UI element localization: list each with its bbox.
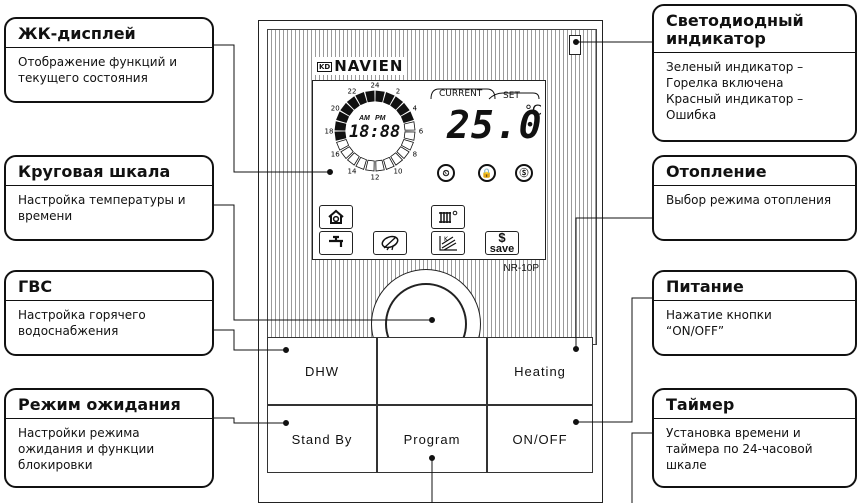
brand-prefix: KD	[317, 61, 333, 72]
lcd-temperature-unit: °C	[525, 103, 542, 119]
model-number: NR-10P	[503, 263, 539, 274]
callout-title: Режим ожидания	[18, 395, 181, 414]
program-button[interactable]: Program	[377, 405, 487, 473]
lcd-dial-segment	[355, 156, 367, 170]
lcd-dial-segment	[334, 121, 347, 131]
lcd-dial-segment	[403, 131, 416, 141]
lcd-dial-segment	[340, 146, 354, 160]
lcd-dial-segment	[365, 90, 375, 103]
lcd-dial-number: 24	[371, 82, 380, 90]
brand-name: NAVIEN	[334, 57, 404, 75]
lcd-dial-segment	[375, 159, 385, 172]
callout-description: Зеленый индикатор – Горелка включена Кра…	[666, 60, 804, 122]
pm-indicator: PM	[375, 115, 386, 122]
callout-circular-scale: Круговая шкала Настройка температуры и в…	[4, 155, 214, 241]
callout-description: Настройка горячего водоснабжения	[18, 308, 146, 338]
callout-title: Питание	[666, 277, 744, 296]
shower-icon	[373, 231, 407, 255]
callout-standby: Режим ожидания Настройки режима ожидания…	[4, 388, 214, 488]
current-set-tabs	[430, 88, 540, 100]
callout-title: Таймер	[666, 395, 735, 414]
lcd-dial-segment	[340, 102, 354, 116]
callout-heating: Отопление Выбор режима отопления	[652, 155, 857, 241]
lcd-dial-segment	[383, 92, 395, 106]
callout-title: Отопление	[666, 162, 767, 181]
tap-water-icon	[319, 231, 353, 255]
callout-timer: Таймер Установка времени и таймера по 24…	[652, 388, 857, 488]
lcd-dial-segment	[400, 139, 414, 151]
lcd-dial-segment	[400, 111, 414, 123]
callout-title: ЖК-дисплей	[18, 24, 136, 43]
callout-description: Выбор режима отопления	[666, 193, 832, 207]
lock-status-icon: 🔒	[478, 164, 496, 182]
lcd-dial-segment	[346, 152, 360, 166]
led-indicator	[569, 35, 581, 55]
lcd-dial-segment	[336, 111, 350, 123]
lcd-dial-number: 4	[413, 105, 418, 113]
lcd-clock: 18:88	[349, 122, 401, 142]
callout-description: Нажатие кнопки “ON/OFF”	[666, 308, 772, 338]
lcd-temperature: 25.0	[447, 103, 543, 147]
callout-description: Установка времени и таймера по 24-часово…	[666, 426, 813, 472]
heating-button[interactable]: Heating	[487, 337, 593, 405]
callout-title: Круговая шкала	[18, 162, 171, 181]
radiator-heating-icon	[431, 205, 465, 229]
lcd-dial-number: 2	[396, 88, 400, 96]
lcd-dial-number: 14	[348, 167, 357, 175]
blank-button[interactable]	[377, 337, 487, 405]
callout-title: ГВС	[18, 277, 53, 296]
lcd-dial-number: 10	[394, 167, 403, 175]
lcd-dial-number: 8	[413, 151, 417, 159]
lcd-dial-segment	[390, 152, 404, 166]
lcd-dial-segment	[403, 121, 416, 131]
lcd-dial-number: 12	[371, 174, 380, 182]
tab-current: CURRENT	[439, 89, 483, 99]
callout-description: Настройки режима ожидания и функции блок…	[18, 426, 155, 472]
lcd-dial-segment	[365, 159, 375, 172]
save-status-icon: Ⓢ	[515, 164, 533, 182]
home-mode-icon	[319, 205, 353, 229]
lcd-dial-number: 20	[331, 105, 340, 113]
callout-description: Настройка температуры и времени	[18, 193, 186, 223]
svg-text:K: K	[444, 236, 449, 243]
callout-lcd-display: ЖК-дисплей Отображение функций и текущег…	[4, 17, 214, 103]
lcd-dial-number: 22	[348, 88, 357, 96]
lcd-dial-number: 18	[325, 128, 334, 136]
floor-heating-icon: K	[431, 231, 465, 255]
callout-led-indicator: Светодиодный индикатор Зеленый индикатор…	[652, 4, 857, 142]
onoff-button[interactable]: ON/OFF	[487, 405, 593, 473]
callout-dhw: ГВС Настройка горячего водоснабжения	[4, 270, 214, 356]
callout-power: Питание Нажатие кнопки “ON/OFF”	[652, 270, 857, 356]
lcd-dial-segment	[375, 90, 385, 103]
lcd-dial-segment	[396, 146, 410, 160]
save-label: save	[489, 242, 515, 255]
lcd-dial-number: 6	[419, 128, 424, 136]
lcd-dial-segment	[336, 139, 350, 151]
am-indicator: AM	[359, 115, 370, 122]
lcd-dial-segment	[334, 131, 347, 141]
lcd-dial-segment	[390, 96, 404, 110]
standby-button[interactable]: Stand By	[267, 405, 377, 473]
lcd-dial-number: 16	[331, 151, 340, 159]
save-mode-icon: $save	[485, 231, 519, 255]
lcd-dial-segment	[396, 102, 410, 116]
lcd-dial-segment	[355, 92, 367, 106]
tab-set: SET	[503, 91, 520, 101]
dhw-button[interactable]: DHW	[267, 337, 377, 405]
timer-status-icon: ⏲	[437, 164, 455, 182]
callout-description: Отображение функций и текущего состояния	[18, 55, 178, 85]
callout-title: Светодиодный индикатор	[666, 11, 804, 48]
lcd-dial-segment	[383, 156, 395, 170]
lcd-dial-segment	[346, 96, 360, 110]
